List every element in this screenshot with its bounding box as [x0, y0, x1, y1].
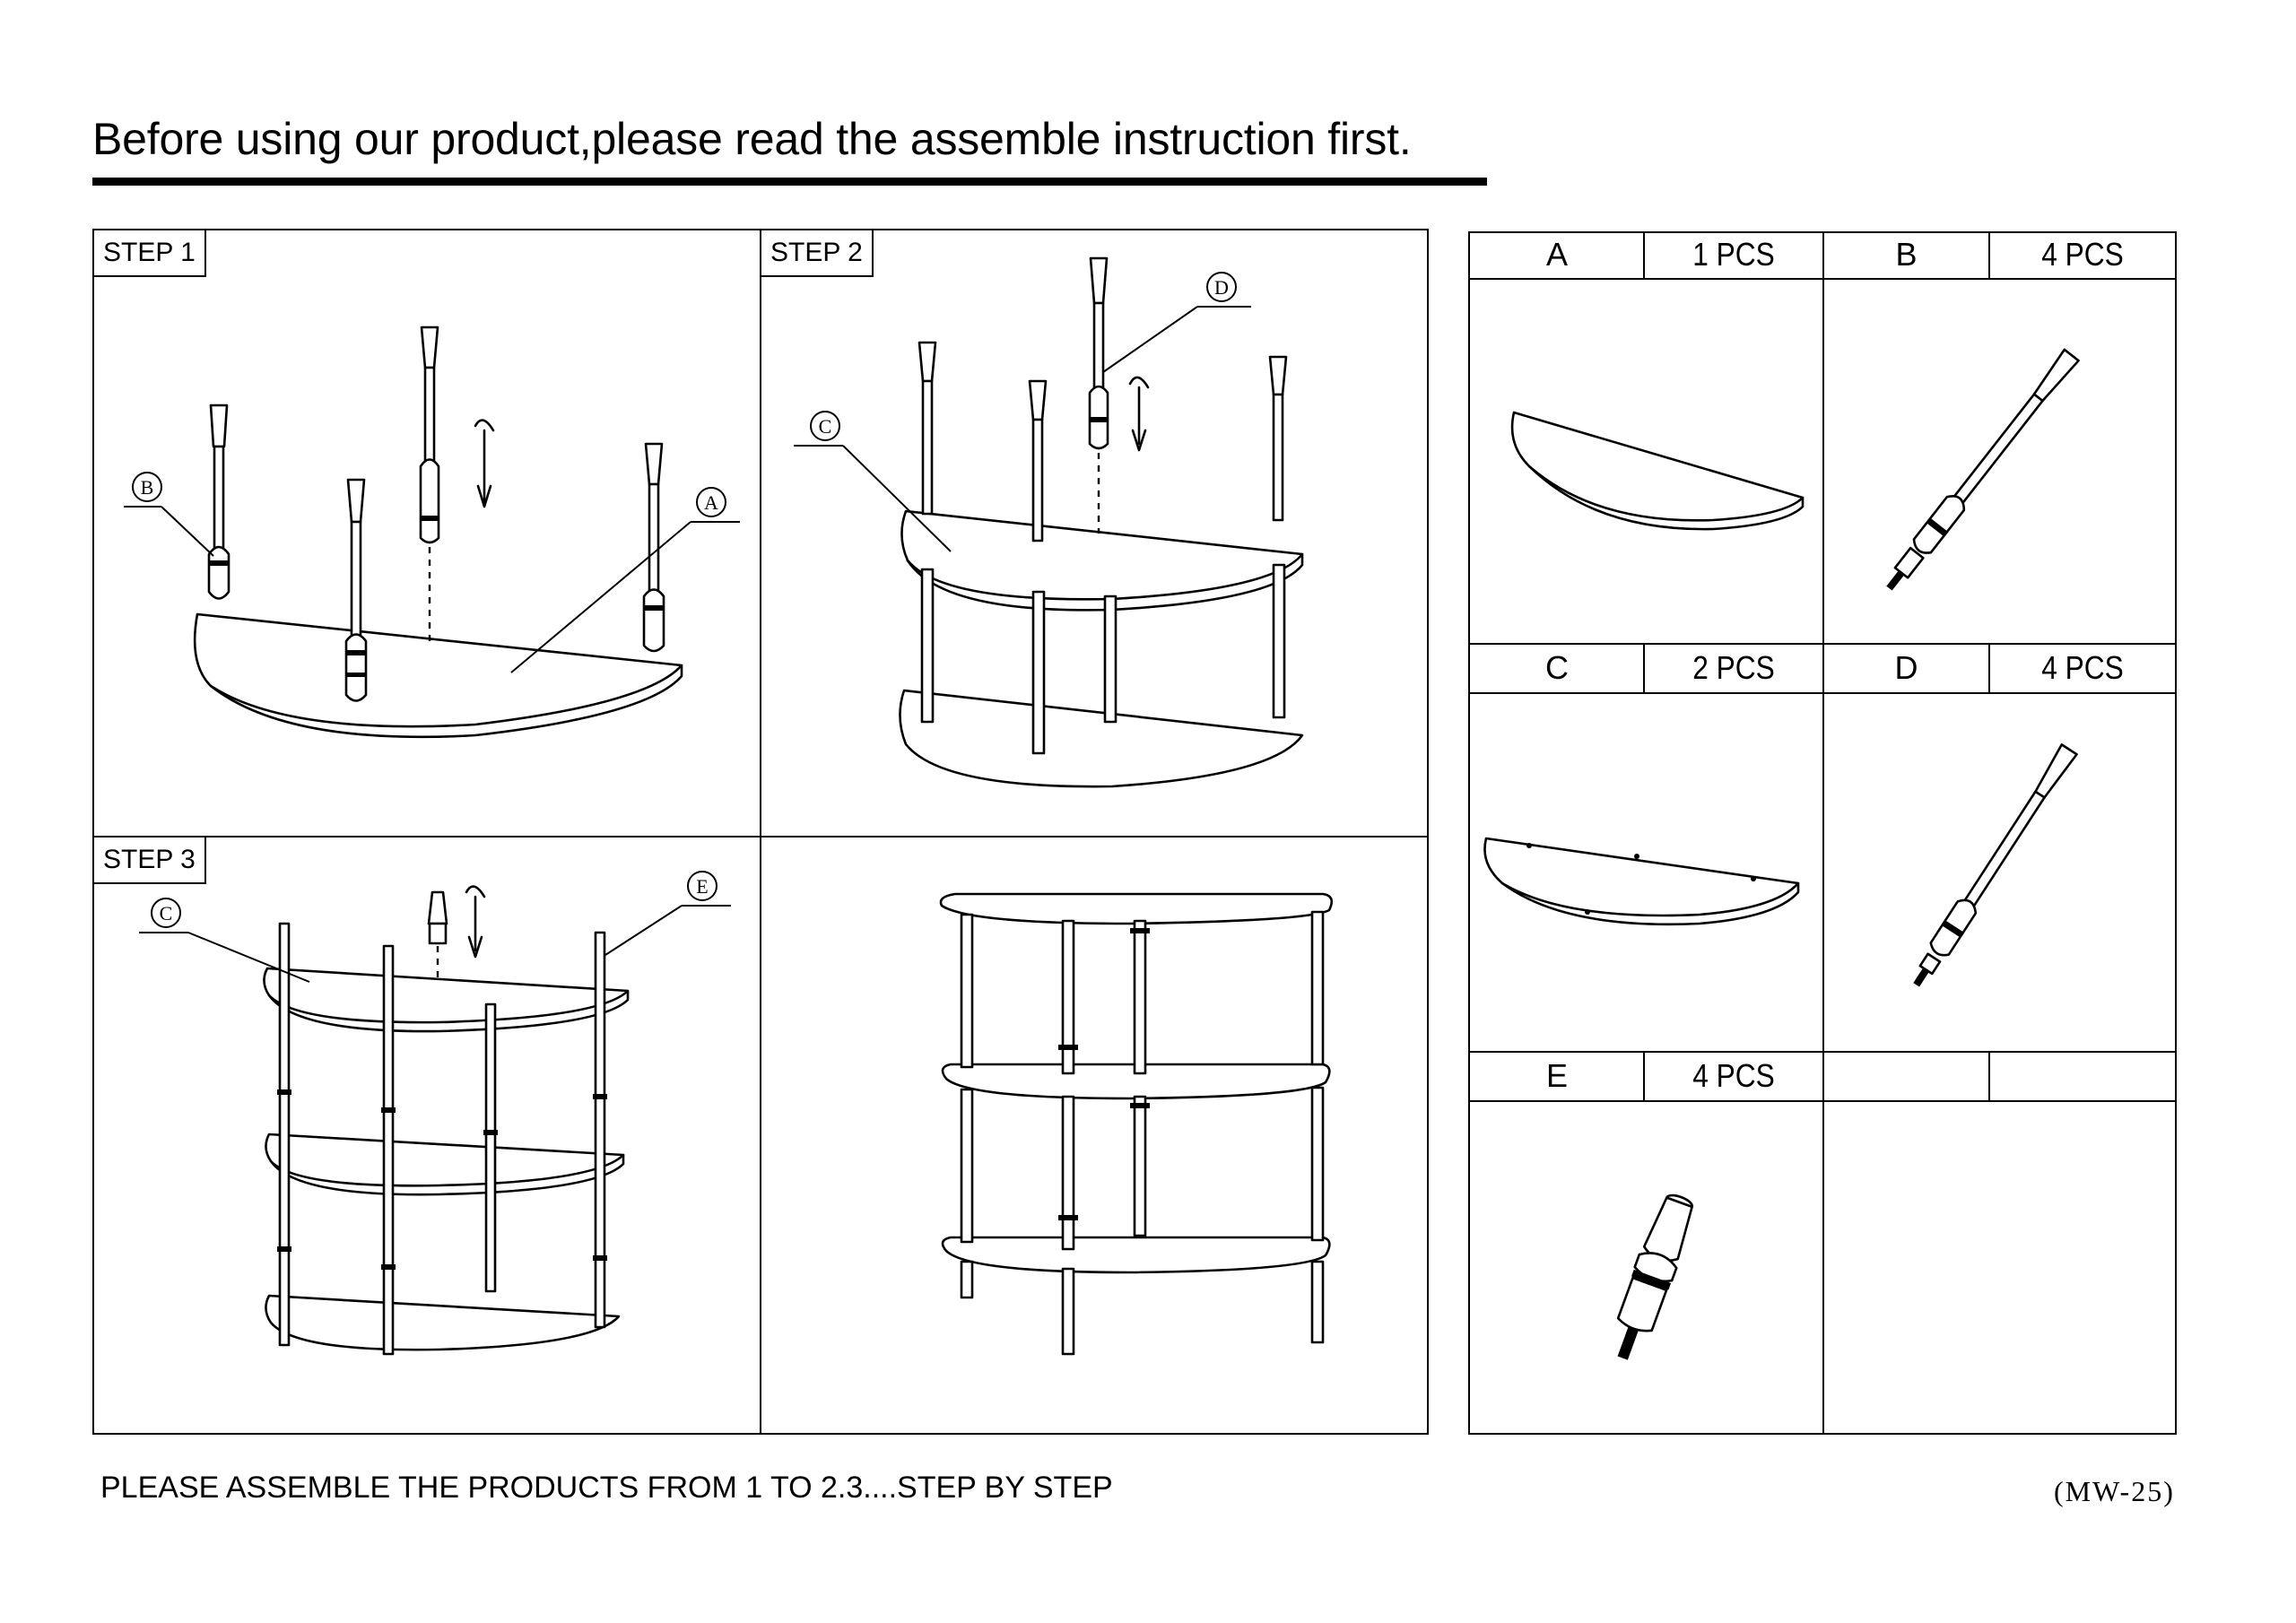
step-2-label: STEP 2 — [760, 229, 874, 277]
part-d-letter: D — [1894, 649, 1918, 686]
callout-c: C — [819, 415, 832, 438]
part-e-letter: E — [1545, 1057, 1568, 1094]
callout-d: D — [1214, 276, 1229, 299]
step-3-illustration: C E — [139, 871, 731, 1356]
callout-e: E — [696, 875, 708, 898]
step-3-label: STEP 3 — [92, 836, 206, 884]
long-leg-with-bolt-icon — [1886, 348, 2080, 591]
part-c-letter: C — [1545, 649, 1569, 686]
half-round-shelf-icon — [1510, 411, 1805, 531]
step-1-label: STEP 1 — [92, 229, 206, 277]
part-b-letter: B — [1895, 236, 1918, 273]
callout-a: A — [704, 491, 718, 514]
model-code: (MW-25) — [2054, 1475, 2175, 1507]
part-d-qty: 4 PCS — [2041, 649, 2124, 686]
steps-divider-vertical — [760, 229, 761, 1435]
callout-b: B — [141, 476, 154, 499]
half-round-shelf-with-holes-icon — [1483, 837, 1800, 926]
leg-b-left — [207, 404, 230, 600]
steps-divider-horizontal — [92, 836, 1429, 838]
step-2-illustration: C D — [794, 256, 1304, 788]
part-c-qty: 2 PCS — [1692, 649, 1775, 686]
page-title: Before using our product,please read the… — [92, 114, 1412, 164]
part-a-letter: A — [1545, 236, 1568, 273]
finial-icon — [1616, 1193, 1694, 1360]
part-a-qty: 1 PCS — [1692, 236, 1775, 273]
callout-c-step3: C — [160, 902, 173, 924]
long-leg-icon — [1913, 743, 2078, 987]
step-1-illustration: B A — [124, 325, 740, 739]
finished-product-illustration — [939, 892, 1334, 1356]
heading-underline — [92, 178, 1487, 186]
assembly-footer-note: PLEASE ASSEMBLE THE PRODUCTS FROM 1 TO 2… — [100, 1471, 1113, 1505]
part-b-qty: 4 PCS — [2041, 236, 2124, 273]
part-e-qty: 4 PCS — [1692, 1057, 1775, 1094]
